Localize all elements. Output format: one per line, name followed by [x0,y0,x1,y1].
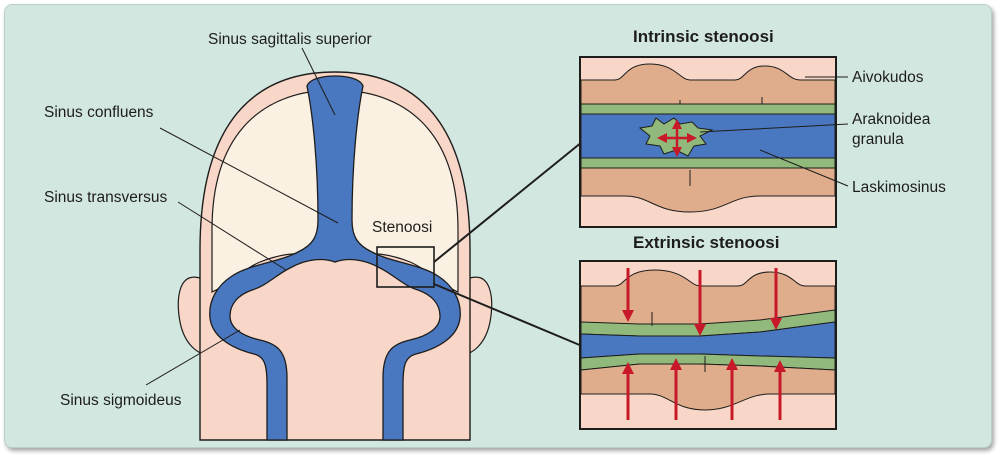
compression-arrows [622,268,786,420]
extrinsic-panel [581,262,835,428]
label-laskimosinus: Laskimosinus [852,179,946,196]
label-sinus-transversus: Sinus transversus [44,189,167,206]
stenosis-box [376,246,435,288]
sinus-system-outline [209,75,461,441]
intrinsic-leader-lines [699,76,849,187]
intrinsic-panel-border [579,56,837,228]
label-aivokudos: Aivokudos [852,69,924,86]
head-illustration [177,71,493,441]
intrinsic-panel [581,58,835,226]
label-sinus-sigmoideus: Sinus sigmoideus [60,392,182,409]
zoom-line-top [433,141,583,263]
label-stenoosi: Stenoosi [372,219,432,236]
extrinsic-panel-border [579,260,837,430]
zoom-line-bottom [433,283,583,347]
head-leader-lines [145,47,339,386]
extrinsic-title: Extrinsic stenoosi [633,233,779,252]
label-sinus-sagittalis-superior: Sinus sagittalis superior [208,31,372,48]
label-araknoidea: Araknoidea [852,111,931,128]
label-granula: granula [852,131,904,148]
intrinsic-title: Intrinsic stenoosi [633,27,774,46]
label-sinus-confluens: Sinus confluens [44,104,154,121]
